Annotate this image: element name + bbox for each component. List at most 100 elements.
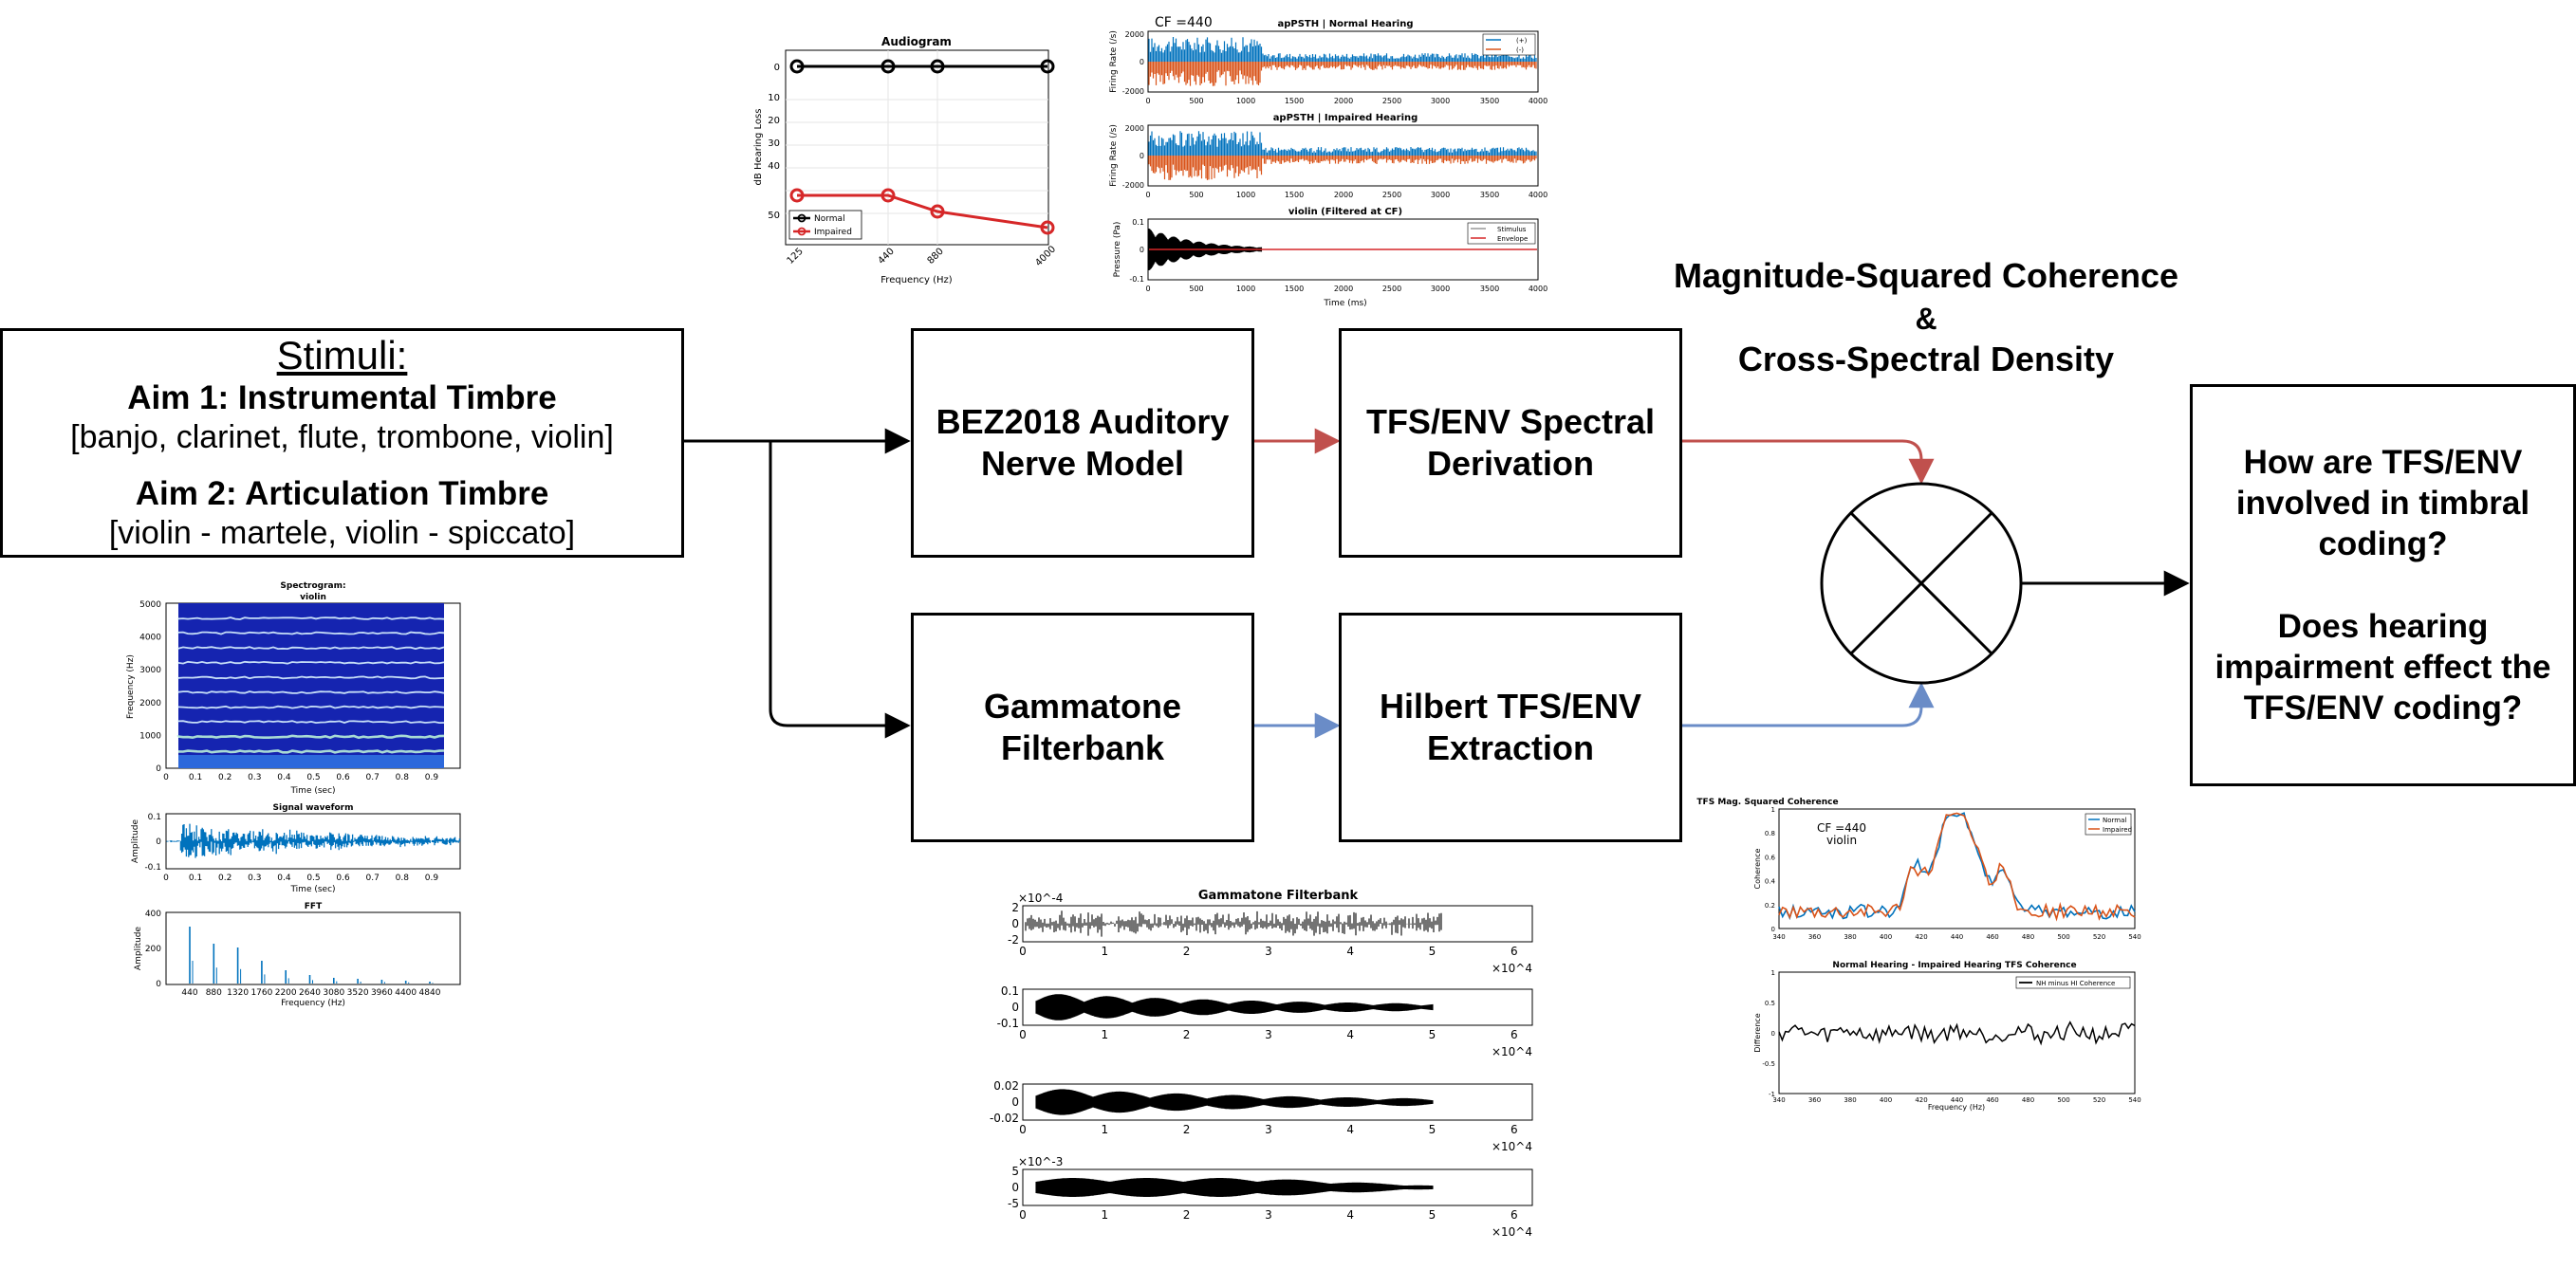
difference-coherence-line (1778, 1021, 2136, 1046)
audiogram-ytick: 10 (768, 93, 780, 103)
gammatone-xtick: 1 (1101, 1028, 1108, 1041)
psth-xtick: 0 (1145, 285, 1150, 293)
fft-xtick: 2640 (299, 988, 321, 998)
difference-coherence-figure: Normal Hearing - Impaired Hearing TFS Co… (1753, 961, 2141, 1112)
psth-negative-polarity (1148, 62, 1537, 86)
spectrogram-harmonic (177, 646, 445, 651)
spectrogram-ytick: 1000 (139, 731, 161, 741)
gammatone-xtick: 3 (1265, 945, 1272, 958)
fft-title: FFT (305, 902, 323, 911)
gammatone-x-exponent: ×10^4 (1492, 962, 1532, 975)
difference-coherence-legend: NH minus HI Coherence (2015, 976, 2131, 989)
difference-coherence-ytick: 0.5 (1765, 1000, 1775, 1007)
gammatone-x-exponent: ×10^4 (1492, 1225, 1532, 1239)
difference-coherence-xlabel: Frequency (Hz) (1928, 1103, 1985, 1112)
audiogram-point-impaired (789, 188, 805, 203)
cross-operator (1820, 482, 2023, 685)
gammatone-xtick: 5 (1429, 945, 1436, 958)
gammatone-xtick: 5 (1429, 1028, 1436, 1041)
gammatone-ytick: -2 (1008, 933, 1019, 947)
waveform-xtick: 0.3 (248, 874, 261, 883)
research-question-box: How are TFS/ENV involved in timbral codi… (2190, 384, 2576, 786)
fft-xtick: 880 (206, 988, 222, 998)
psth-title-normal: apPSTH | Normal Hearing (1277, 19, 1413, 29)
gammatone-xtick: 6 (1510, 1028, 1518, 1041)
tfs-coherence-ytick: 1 (1771, 806, 1775, 814)
psth-stim-xlabel: Time (ms) (1323, 299, 1366, 308)
tfs-coherence-xtick: 460 (1986, 933, 1998, 941)
psth-xtick: 500 (1189, 285, 1203, 293)
difference-coherence-xtick: 400 (1880, 1096, 1892, 1104)
gammatone-y-exponent: ×10^-3 (1018, 1155, 1063, 1168)
psth-positive-polarity (1148, 131, 1537, 156)
tfs-coherence-ytick: 0.8 (1765, 830, 1775, 837)
gammatone-xtick: 1 (1101, 1208, 1108, 1222)
stimuli-box: Stimuli: Aim 1: Instrumental Timbre [ban… (0, 328, 684, 558)
coherence-label-line1: Magnitude-Squared Coherence (1673, 256, 2179, 295)
gammatone-xtick: 0 (1019, 1028, 1027, 1041)
waveform-ytick: -0.1 (144, 863, 161, 873)
difference-coherence-ytick: 0 (1771, 1030, 1775, 1038)
audiogram-point-normal (930, 59, 945, 74)
spectrogram-xtick: 0.9 (425, 773, 439, 782)
gammatone-xtick: 4 (1346, 945, 1354, 958)
spectrogram-xtick: 0 (163, 773, 169, 782)
psth-title-impaired: apPSTH | Impaired Hearing (1273, 113, 1418, 123)
audiogram-xtick: 125 (786, 247, 806, 267)
psth-xtick: 0 (1145, 191, 1150, 199)
spectrogram-harmonic (177, 675, 445, 680)
psth-legend-minus: (-) (1516, 46, 1524, 54)
audiogram-xlabel: Frequency (Hz) (880, 275, 953, 285)
waveform-title: Signal waveform (273, 803, 354, 813)
tfs-coherence-title: TFS Mag. Squared Coherence (1696, 798, 1838, 807)
gammatone-xtick: 3 (1265, 1028, 1272, 1041)
audiogram-ytick: 30 (768, 138, 780, 149)
fft-xtick: 1320 (227, 988, 249, 998)
fft-xtick: 2200 (275, 988, 297, 998)
gammatone-channel-trace (1035, 994, 1434, 1021)
tfs-coherence-legend: Normal Impaired (2085, 813, 2132, 836)
fft-ytick: 400 (145, 910, 161, 919)
aim1-title: Aim 1: Instrumental Timbre (127, 379, 557, 417)
gammatone-xtick: 4 (1346, 1208, 1354, 1222)
psth-stim-legend-envelope: Envelope (1497, 235, 1528, 243)
tfs-coherence-legend-normal: Normal (2103, 817, 2126, 824)
gammatone-xtick: 0 (1019, 1208, 1027, 1222)
psth-xtick: 2000 (1334, 191, 1353, 199)
audiogram-ytick: 20 (768, 116, 780, 126)
psth-stim-ytick: 0 (1140, 246, 1144, 254)
spectrogram-ylabel: Frequency (Hz) (126, 654, 136, 719)
spectrogram-title: Spectrogram: (280, 581, 345, 591)
aim2-articulations: [violin - martele, violin - spiccato] (108, 515, 576, 552)
tfs-coherence-ytick: 0.6 (1765, 854, 1776, 861)
audiogram-point-impaired (1040, 220, 1055, 235)
fft-ytick: 0 (156, 980, 161, 989)
coherence-label-line2: Cross-Spectral Density (1737, 340, 2115, 378)
audiogram-xtick: 880 (926, 247, 946, 267)
tfs-coherence-impaired (1778, 812, 2136, 922)
tfs-spectral-block: TFS/ENV Spectral Derivation (1339, 328, 1682, 558)
gammatone-x-exponent: ×10^4 (1492, 1045, 1532, 1058)
bez-model-block: BEZ2018 Auditory Nerve Model (911, 328, 1254, 558)
waveform-ytick: 0.1 (148, 813, 161, 822)
audiogram-series-impaired (797, 193, 1048, 230)
psth-legend-plus: (+) (1516, 37, 1528, 45)
difference-coherence-xtick: 340 (1772, 1096, 1785, 1104)
gammatone-ytick: 0 (1011, 1095, 1019, 1109)
spectrogram-harmonic (177, 616, 445, 620)
waveform-ytick: 0 (156, 837, 161, 847)
psth-xtick: 2500 (1382, 97, 1401, 105)
waveform-xtick: 0.9 (425, 874, 439, 883)
psth-xtick: 3500 (1480, 97, 1499, 105)
waveform-xtick: 0.7 (366, 874, 380, 883)
audiogram-point-normal (880, 59, 896, 74)
arrow-tfs-to-cross (1681, 439, 1935, 485)
spectrogram-xtick: 0.2 (218, 773, 232, 782)
